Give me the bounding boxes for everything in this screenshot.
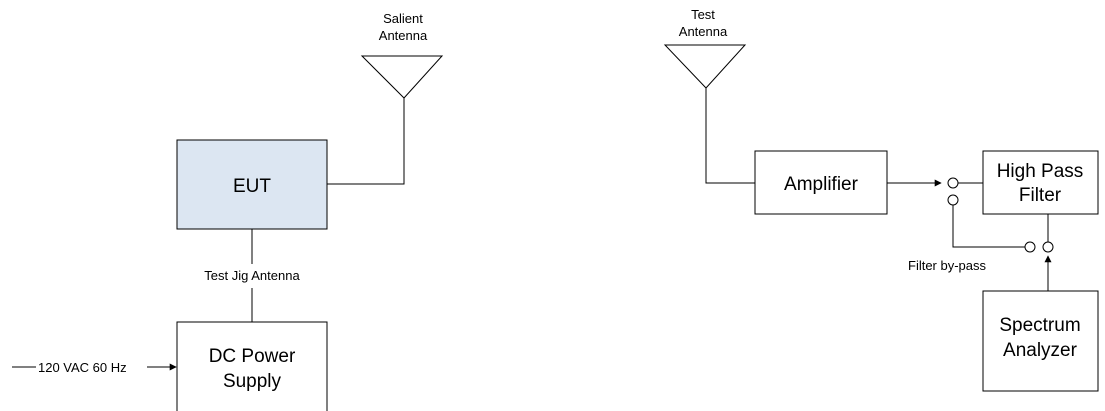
salient-antenna-label-line1: Salient (383, 11, 423, 26)
dc-power-supply-label-line1: DC Power (209, 346, 296, 367)
spectrum-analyzer-box (982, 290, 1099, 392)
amplifier-label: Amplifier (784, 174, 859, 195)
power-input-label: 120 VAC 60 Hz (38, 360, 127, 375)
switch-contact-filter-out (1042, 241, 1054, 253)
eut-antenna-wire (327, 98, 405, 185)
eut-label: EUT (233, 176, 271, 197)
test-antenna-icon (663, 44, 747, 89)
test-jig-antenna-label: Test Jig Antenna (204, 268, 300, 283)
dc-power-supply-box (176, 321, 328, 411)
salient-antenna-icon (360, 55, 444, 99)
dc-power-supply-label-line2: Supply (223, 371, 282, 392)
spectrum-analyzer-label-line1: Spectrum (999, 315, 1080, 336)
test-antenna-label-line1: Test (691, 7, 715, 22)
eut-box (176, 139, 328, 230)
switch-contact-bypass-in (947, 194, 959, 206)
salient-antenna-label-line2: Antenna (379, 28, 428, 43)
switch-contact-bypass-out (1024, 241, 1036, 253)
filter-bypass-label: Filter by-pass (908, 258, 987, 273)
switch-contact-filter-in (947, 177, 959, 189)
amplifier-box (754, 150, 888, 215)
antenna-amplifier-wire (705, 88, 755, 184)
high-pass-filter-box (982, 150, 1099, 215)
filter-bypass-wire (952, 205, 1025, 248)
test-antenna-label-line2: Antenna (679, 24, 728, 39)
high-pass-filter-label-line1: High Pass (997, 161, 1084, 182)
high-pass-filter-label-line2: Filter (1019, 185, 1062, 206)
spectrum-analyzer-label-line2: Analyzer (1003, 340, 1078, 361)
